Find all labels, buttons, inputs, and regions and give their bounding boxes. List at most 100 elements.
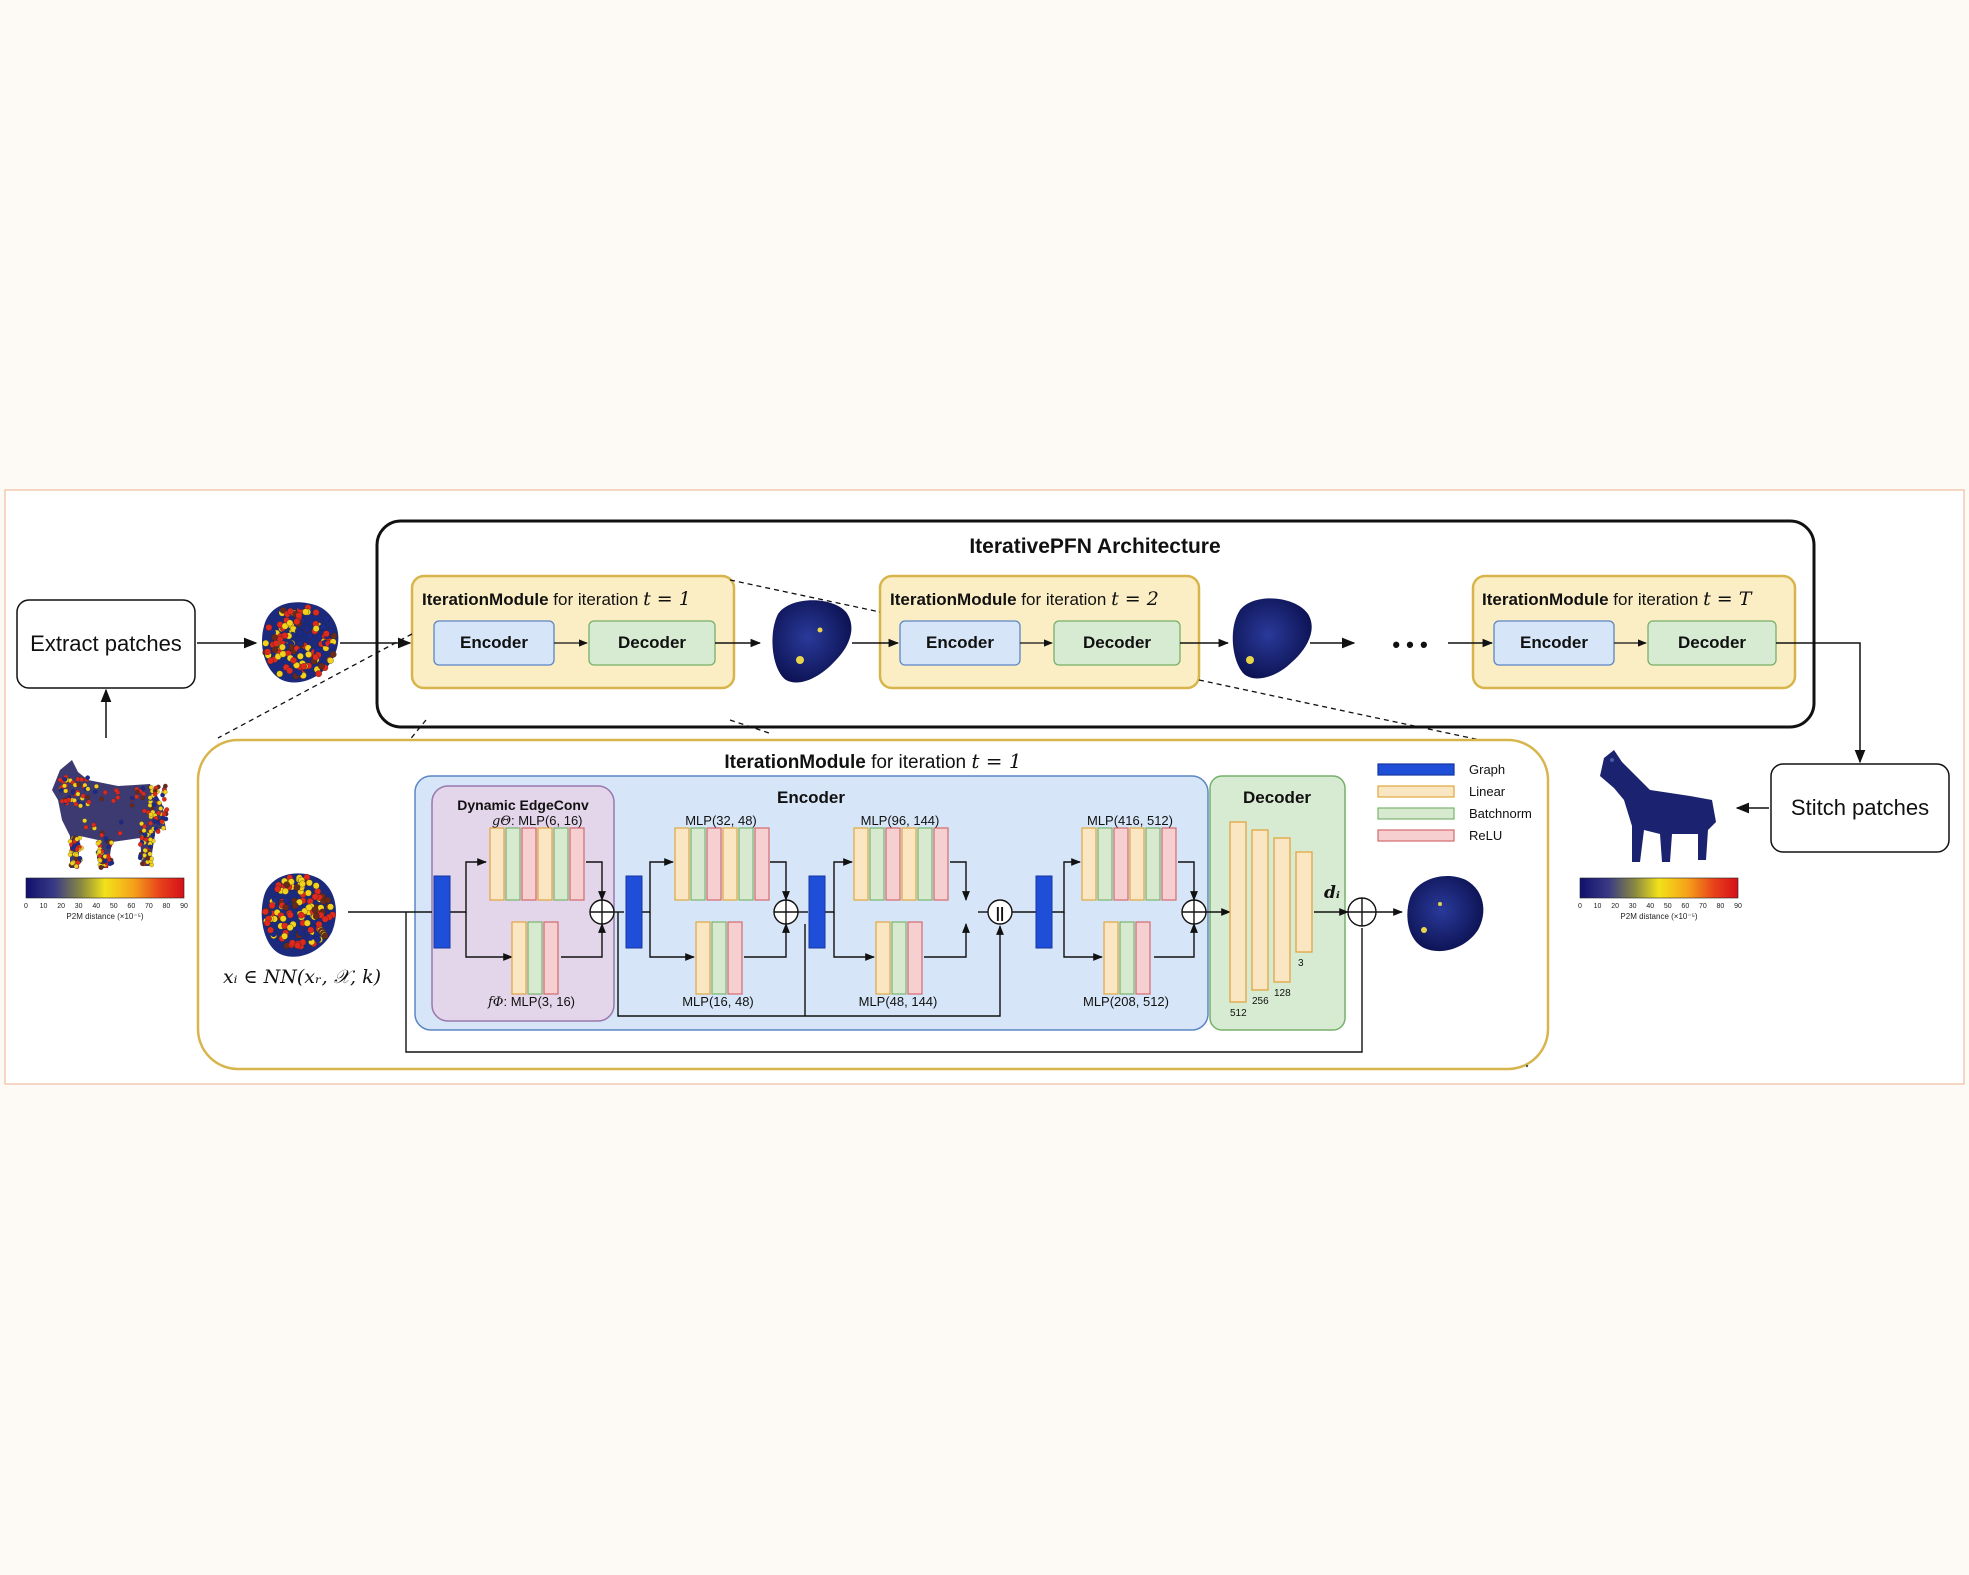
mlp-relu-layer	[933, 827, 949, 901]
mlp-relu-layer	[754, 827, 770, 901]
detail-title-text: for iteration	[866, 752, 972, 773]
detail-decoder-title: Decoder	[1243, 788, 1311, 807]
mlp-relu-layer	[727, 921, 743, 995]
extract-patches-label: Extract patches	[30, 631, 182, 656]
graph-layers	[433, 875, 1053, 949]
legend-label: Batchnorm	[1469, 806, 1532, 821]
colorbar-tick: 90	[1734, 903, 1742, 910]
detail-title-bold: IterationModule	[724, 752, 865, 773]
input-math-label: xᵢ ∈ NN(xᵣ, 𝒳, k)	[223, 966, 381, 988]
legend-label: Linear	[1469, 784, 1506, 799]
decoder-dim-label: 128	[1274, 988, 1291, 999]
noisy-horse-cloud	[52, 760, 170, 870]
mlp-linear-layer	[875, 921, 891, 995]
output-math-label: dᵢ	[1324, 883, 1340, 903]
noisy-patch-cloud	[262, 602, 339, 683]
mlp-linear-layer	[489, 827, 505, 901]
graph-layer-1	[433, 875, 451, 949]
module-1-decoder-label: Decoder	[618, 633, 686, 652]
zoom-lines	[217, 579, 1481, 743]
decoder-linear-layer	[1273, 837, 1291, 983]
colorbar-tick: 80	[163, 903, 171, 910]
colorbar-tick: 10	[1594, 903, 1602, 910]
module-2-text: for iteration	[1017, 590, 1112, 609]
mlp-linear-layer	[511, 921, 527, 995]
iteration-module-2: IterationModule for iteration t = 2 Enco…	[878, 574, 1201, 690]
mlp-relu-layer	[907, 921, 923, 995]
sum-node-glyphs	[590, 898, 1376, 926]
mlp-relu-layer	[706, 827, 722, 901]
iteration-module-1: IterationModule for iteration t = 1 Enco…	[410, 574, 736, 690]
mlp-linear-layer	[537, 827, 553, 901]
mlp-label-48-144: MLP(48, 144)	[859, 994, 938, 1009]
decoder-dim-label: 512	[1230, 1008, 1247, 1019]
module-T-encoder-label: Encoder	[1520, 633, 1588, 652]
architecture-title: IterativePFN Architecture	[969, 535, 1220, 558]
module-T-decoder-label: Decoder	[1678, 633, 1746, 652]
dynamic-edgeconv-title: Dynamic EdgeConv	[457, 797, 589, 813]
mlp-relu-layer	[1113, 827, 1129, 901]
f-phi-math: fΦ	[487, 995, 504, 1010]
g-theta-text: : MLP(6, 16)	[511, 813, 583, 828]
iteration-module-T: IterationModule for iteration t = T Enco…	[1471, 574, 1797, 690]
mlp-batchnorm-layer	[1097, 827, 1113, 901]
detail-input-cloud	[261, 873, 336, 957]
mlp-linear-layer	[695, 921, 711, 995]
module-T-math: t = T	[1703, 588, 1753, 610]
svg-text:IterationModule for iteration: IterationModule for iteration t = 2	[890, 588, 1159, 610]
mlp-label-208-512: MLP(208, 512)	[1083, 994, 1169, 1009]
decoder-dim-label: 3	[1298, 958, 1304, 969]
concat-node	[987, 899, 1013, 925]
mlp-label-16-48: MLP(16, 48)	[682, 994, 754, 1009]
colorbar-tick: 90	[180, 903, 188, 910]
f-phi-label: fΦ: MLP(3, 16)	[487, 994, 575, 1010]
colorbar-tick: 30	[75, 903, 83, 910]
legend-swatch	[1377, 807, 1455, 820]
colorbar-tick: 60	[127, 903, 135, 910]
module-1-encoder-label: Encoder	[460, 633, 528, 652]
mlp-relu-layer	[569, 827, 585, 901]
colorbar-tick: 30	[1629, 903, 1637, 910]
graph-layer-2	[625, 875, 643, 949]
colorbar-tick: 70	[145, 903, 153, 910]
mlp-linear-layer	[1081, 827, 1097, 901]
mlp-batchnorm-layer	[553, 827, 569, 901]
mlp-batchnorm-layer	[711, 921, 727, 995]
module-T-bold: IterationModule	[1482, 590, 1609, 609]
detail-title-math: t = 1	[971, 749, 1021, 773]
svg-text:IterationModule for iteration: IterationModule for iteration t = T	[1482, 588, 1753, 610]
mlp-batchnorm-layer	[690, 827, 706, 901]
colorbar-tick: 20	[57, 903, 65, 910]
arrow-module-T-to-stitch	[1776, 642, 1866, 764]
mlp-batchnorm-layer	[527, 921, 543, 995]
colorbar-tick: 60	[1681, 903, 1689, 910]
graph-layer-4	[1035, 875, 1053, 949]
mlp-label-416-512: MLP(416, 512)	[1087, 813, 1173, 828]
mlp-relu-layer	[521, 827, 537, 901]
detail-encoder-title: Encoder	[777, 788, 845, 807]
mlp-linear-layer	[1103, 921, 1119, 995]
mlp-batchnorm-layer	[505, 827, 521, 901]
ellipsis: • • •	[1392, 632, 1427, 657]
g-theta-label: gΘ: MLP(6, 16)	[492, 813, 583, 829]
colorbar-tick: 10	[40, 903, 48, 910]
mlp-batchnorm-layer	[1145, 827, 1161, 901]
colorbar-tick: 50	[1664, 903, 1672, 910]
colorbar-left-label: P2M distance (×10⁻⁵)	[66, 912, 143, 921]
extract-patches-box	[16, 599, 196, 689]
legend-swatch	[1377, 829, 1455, 842]
graph-layer-3	[808, 875, 826, 949]
module-T-text: for iteration	[1609, 590, 1704, 609]
mlp-relu-layer	[1135, 921, 1151, 995]
legend-label: Graph	[1469, 762, 1505, 777]
colorbar-tick: 50	[110, 903, 118, 910]
f-phi-text: : MLP(3, 16)	[503, 994, 575, 1009]
stitch-patches-box	[1770, 763, 1950, 853]
mlp-relu-layer	[543, 921, 559, 995]
legend-label: ReLU	[1469, 828, 1502, 843]
colorbar-tick: 0	[1578, 903, 1582, 910]
